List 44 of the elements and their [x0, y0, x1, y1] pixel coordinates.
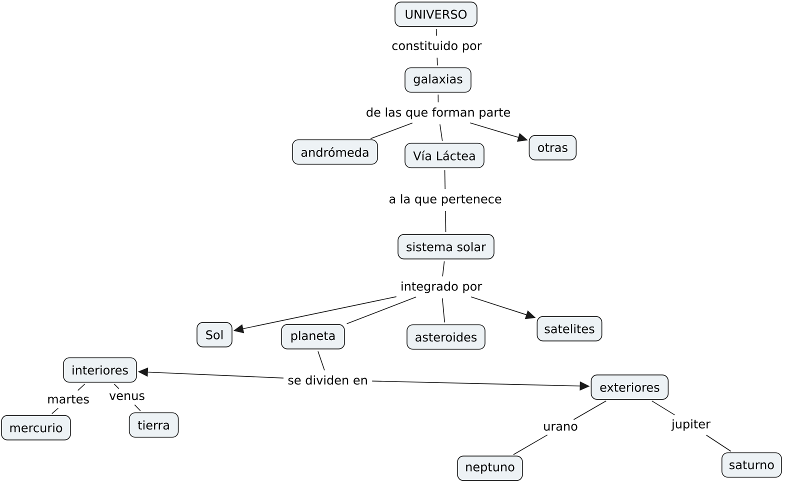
connector-line: [513, 434, 548, 456]
concept-box: saturno: [722, 452, 782, 478]
linking-phrase: se dividen en: [288, 375, 367, 385]
linking-phrase: urano: [544, 424, 578, 431]
concept-box: galaxias: [404, 67, 472, 93]
connector-line: [370, 122, 413, 140]
concept-box: neptuno: [457, 456, 523, 481]
concept-box: satelites: [536, 316, 602, 342]
linking-phrase: a la que pertenece: [389, 194, 502, 206]
connector-line: [436, 28, 437, 36]
connector-line: [436, 57, 438, 66]
linking-phrase: jupiter: [671, 419, 710, 431]
connector-line: [440, 124, 443, 142]
concept-box: Sol: [196, 322, 232, 348]
linking-phrase: integrado por: [402, 282, 482, 294]
connector-line: [346, 296, 416, 324]
concept-box: exteriores: [590, 374, 669, 400]
linking-phrase: martes: [48, 395, 89, 404]
linking-phrase: constituido por: [392, 40, 482, 52]
concept-box: mercurio: [1, 415, 71, 440]
connector-line: [444, 170, 446, 190]
connector-line: [442, 260, 445, 277]
connector-line: [652, 400, 676, 416]
concept-box: asteroides: [406, 324, 486, 350]
connector-line: [52, 408, 59, 414]
connector-line: [573, 400, 607, 420]
connector-line: [445, 210, 446, 232]
connector-line: [706, 434, 732, 452]
concept-box: UNIVERSO: [394, 2, 478, 27]
concept-box: tierra: [128, 412, 179, 438]
linking-phrase: venus: [109, 393, 144, 400]
connector-line: [114, 384, 120, 390]
concept-box: interiores: [63, 357, 137, 383]
concept-box: sistema solar: [398, 234, 494, 260]
concept-box: andrómeda: [292, 139, 378, 165]
connector-line: [442, 298, 446, 323]
concept-box: otras: [528, 135, 577, 160]
connector-line: [134, 404, 141, 412]
connector-line: [438, 94, 439, 103]
concept-box: planeta: [281, 324, 345, 350]
concept-box: Vía Láctea: [404, 142, 484, 168]
connector-line: [77, 384, 86, 391]
linking-phrase: de las que forman parte: [366, 108, 510, 120]
connector-line: [318, 350, 325, 371]
